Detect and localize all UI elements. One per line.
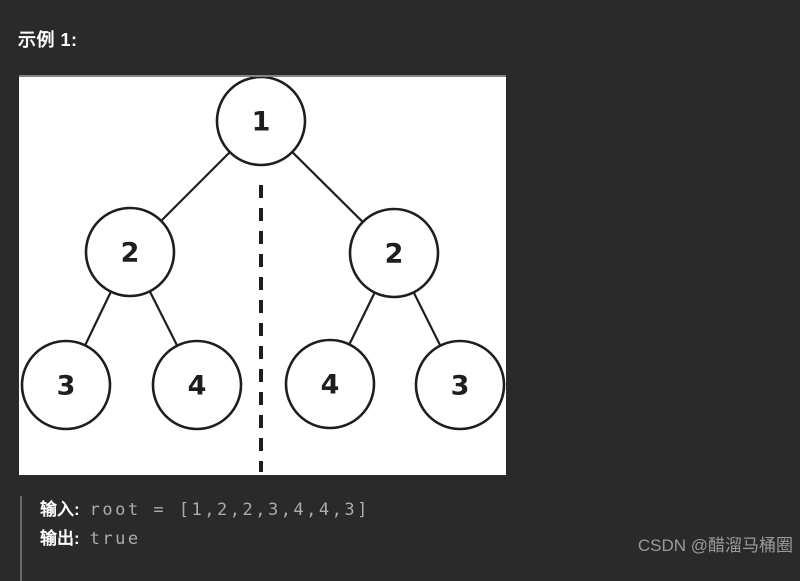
tree-node: 2 — [348, 207, 440, 299]
tree-node-value: 3 — [451, 371, 470, 402]
tree-node-value: 3 — [57, 371, 76, 402]
tree-node-circle — [348, 207, 440, 299]
tree-node-value: 4 — [321, 370, 340, 401]
output-value: true — [89, 529, 141, 549]
tree-figure: 1 2 2 3 4 4 3 — [19, 75, 506, 475]
tree-node-circle — [215, 75, 307, 167]
output-label: 输出: — [40, 529, 80, 548]
input-line: 输入: root = [1,2,2,3,4,4,3] — [40, 496, 370, 525]
tree-node-circle — [414, 339, 506, 431]
tree-node-circle — [84, 206, 176, 298]
tree-node: 3 — [414, 339, 506, 431]
binary-tree-diagram: 1 2 2 3 4 4 3 — [20, 75, 506, 472]
tree-node-value: 1 — [252, 107, 271, 138]
tree-node: 4 — [284, 338, 376, 430]
watermark: CSDN @醋溜马桶圈 — [637, 536, 793, 555]
tree-node: 3 — [20, 339, 112, 431]
example-title: 示例 1: — [18, 30, 78, 50]
input-value: root = [1,2,2,3,4,4,3] — [89, 500, 370, 520]
tree-node-value: 2 — [121, 238, 140, 269]
output-line: 输出: true — [40, 525, 370, 554]
tree-node-value: 2 — [385, 239, 404, 270]
tree-node: 4 — [151, 339, 243, 431]
tree-node: 2 — [84, 206, 176, 298]
tree-node-circle — [20, 339, 112, 431]
tree-node-circle — [151, 339, 243, 431]
tree-node-value: 4 — [188, 371, 207, 402]
tree-node-circle — [284, 338, 376, 430]
figure-top-border — [19, 75, 506, 77]
input-label: 输入: — [40, 500, 80, 519]
example-io-block: 输入: root = [1,2,2,3,4,4,3] 输出: true — [20, 496, 370, 581]
tree-node: 1 — [215, 75, 307, 167]
